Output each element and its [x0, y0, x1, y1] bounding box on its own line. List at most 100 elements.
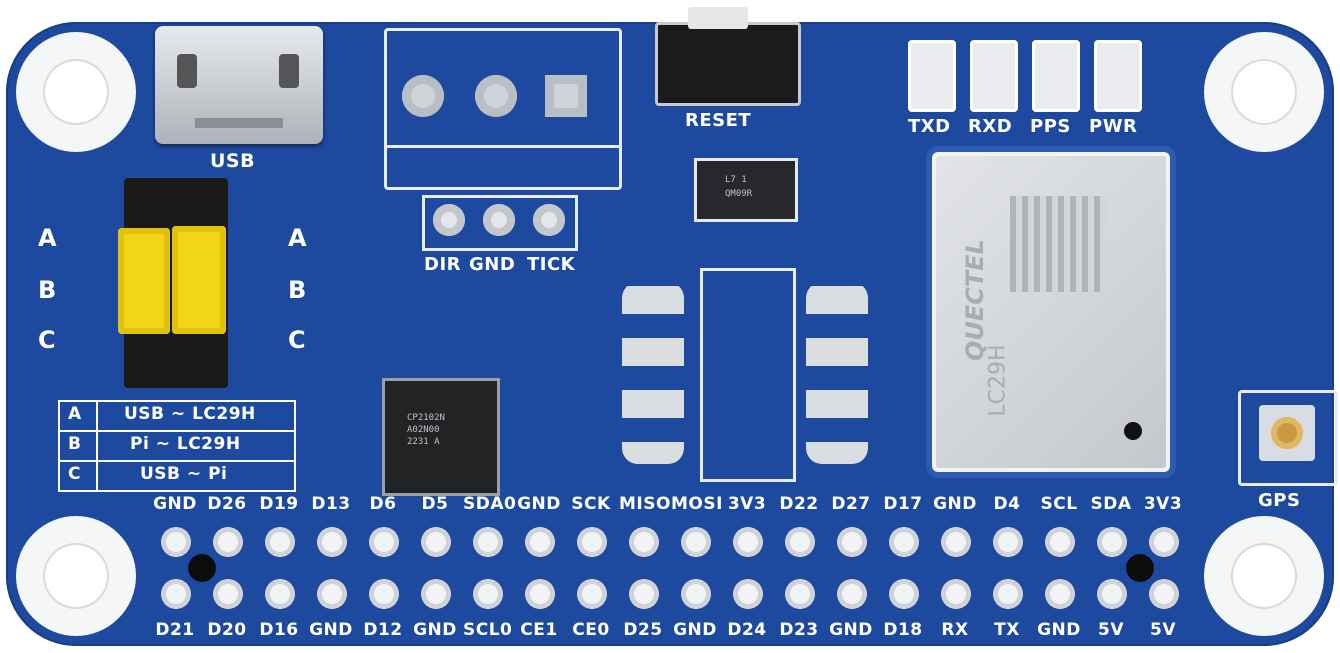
- mode-key-a: A: [68, 404, 82, 424]
- gps-label: GPS: [1258, 490, 1301, 511]
- pad-hole-3: [545, 75, 587, 117]
- pin-label-top: D22: [779, 494, 819, 514]
- mounting-hole-bottom-left: [16, 516, 136, 636]
- led-label-rxd: RXD: [968, 116, 1013, 137]
- jumper-label-c-right: C: [288, 326, 307, 354]
- mode-key-c: C: [68, 464, 81, 484]
- pin-label-bottom: GND: [829, 620, 873, 640]
- uart-label-gnd: GND: [469, 254, 516, 275]
- mounting-hole-top-right: [1204, 32, 1324, 152]
- pin-label-top: GND: [517, 494, 561, 514]
- pin-label-bottom: GND: [1037, 620, 1081, 640]
- uart-pad-1: [433, 204, 465, 236]
- pin-label-top: D27: [831, 494, 871, 514]
- pin-label-top: D17: [883, 494, 923, 514]
- pin-label-bottom: 5V: [1150, 620, 1176, 640]
- pin-label-bottom: GND: [673, 620, 717, 640]
- usb-bridge-chip: CP2102N A02N00 2231 A: [382, 378, 500, 496]
- mode-desc-a: USB ~ LC29H: [124, 404, 256, 424]
- jumper-cap-left: [118, 228, 170, 334]
- pin-label-top: MISO: [619, 494, 671, 514]
- uart-header-outline: [422, 195, 578, 251]
- pin-label-top: D26: [207, 494, 247, 514]
- led-rxd: [970, 40, 1018, 112]
- mode-desc-b: Pi ~ LC29H: [130, 434, 241, 454]
- pin-label-top: D13: [311, 494, 351, 514]
- reset-label: RESET: [685, 110, 752, 131]
- gnss-module: QUECTEL LC29H: [932, 152, 1170, 472]
- jumper-cap-right: [172, 226, 226, 334]
- pin-label-top: SCL: [1040, 494, 1078, 514]
- pin-label-bottom: D18: [883, 620, 923, 640]
- pin-label-bottom: D23: [779, 620, 819, 640]
- ic-footprint-outline: [700, 268, 796, 482]
- pin-label-bottom: D12: [363, 620, 403, 640]
- pad-strip-right: [806, 282, 868, 464]
- pin-label-top: GND: [933, 494, 977, 514]
- mode-key-b: B: [68, 434, 82, 454]
- led-pwr: [1094, 40, 1142, 112]
- pin-label-bottom: TX: [994, 620, 1020, 640]
- pin-label-bottom: RX: [941, 620, 969, 640]
- module-brand: QUECTEL: [960, 239, 989, 361]
- led-label-pwr: PWR: [1089, 116, 1138, 137]
- pin-label-top: D5: [421, 494, 449, 514]
- chip-mark-1: CP2102N: [407, 413, 445, 423]
- voltage-regulator: L7 1 QM09R: [694, 158, 798, 222]
- pin-label-bottom: CE0: [572, 620, 610, 640]
- jumper-label-b-right: B: [288, 276, 307, 304]
- pin-label-top: D4: [993, 494, 1021, 514]
- pin-label-bottom: 5V: [1098, 620, 1124, 640]
- mounting-hole-bottom-right: [1204, 516, 1324, 636]
- uart-label-dir: DIR: [424, 254, 461, 275]
- pin-label-top: D6: [369, 494, 397, 514]
- pad-strip-left: [622, 282, 684, 464]
- led-pps: [1032, 40, 1080, 112]
- usb-label: USB: [210, 150, 256, 172]
- module-model: LC29H: [985, 344, 1011, 417]
- regulator-mark-2: QM09R: [725, 189, 753, 199]
- fiducial-right: [1126, 554, 1154, 582]
- led-label-txd: TXD: [908, 116, 951, 137]
- pin-label-bottom: D20: [207, 620, 247, 640]
- pad-hole-2: [475, 75, 517, 117]
- pad-hole-1: [402, 75, 444, 117]
- reset-button: [655, 7, 801, 106]
- mode-desc-c: USB ~ Pi: [140, 464, 228, 484]
- jumper-label-c-left: C: [38, 326, 57, 354]
- pin-label-top: 3V3: [727, 494, 767, 514]
- led-txd: [908, 40, 956, 112]
- mounting-hole-top-left: [16, 32, 136, 152]
- terminal-outline: [384, 28, 622, 190]
- uart-pad-2: [483, 204, 515, 236]
- pin-label-top: SDA0: [463, 494, 517, 514]
- pin-label-top: SCK: [571, 494, 611, 514]
- pin-label-bottom: GND: [413, 620, 457, 640]
- chip-mark-2: A02N00: [407, 425, 440, 435]
- uart-label-tick: TICK: [527, 254, 576, 275]
- pin-label-top: SDA: [1090, 494, 1132, 514]
- pin-label-bottom: D24: [727, 620, 767, 640]
- jumper-label-a-right: A: [288, 224, 308, 252]
- pin-label-bottom: SCL0: [463, 620, 513, 640]
- led-label-pps: PPS: [1030, 116, 1071, 137]
- gps-antenna-connector: [1238, 390, 1338, 486]
- gpio-header: [150, 522, 1198, 614]
- pin-label-bottom: D16: [259, 620, 299, 640]
- pin-label-top: MOSI: [671, 494, 723, 514]
- chip-mark-3: 2231 A: [407, 437, 440, 447]
- pin-label-top: 3V3: [1143, 494, 1183, 514]
- mode-table: [58, 400, 296, 492]
- pin-label-bottom: D25: [623, 620, 663, 640]
- pin-label-top: GND: [153, 494, 197, 514]
- regulator-mark-1: L7 1: [725, 175, 747, 185]
- jumper-label-a-left: A: [38, 224, 58, 252]
- terminal-divider: [384, 145, 622, 148]
- pin-label-top: D19: [259, 494, 299, 514]
- pin-label-bottom: CE1: [520, 620, 558, 640]
- jumper-label-b-left: B: [38, 276, 57, 304]
- uart-pad-3: [533, 204, 565, 236]
- micro-usb-connector: [155, 26, 323, 144]
- pin-label-bottom: D21: [155, 620, 195, 640]
- fiducial-left: [188, 554, 216, 582]
